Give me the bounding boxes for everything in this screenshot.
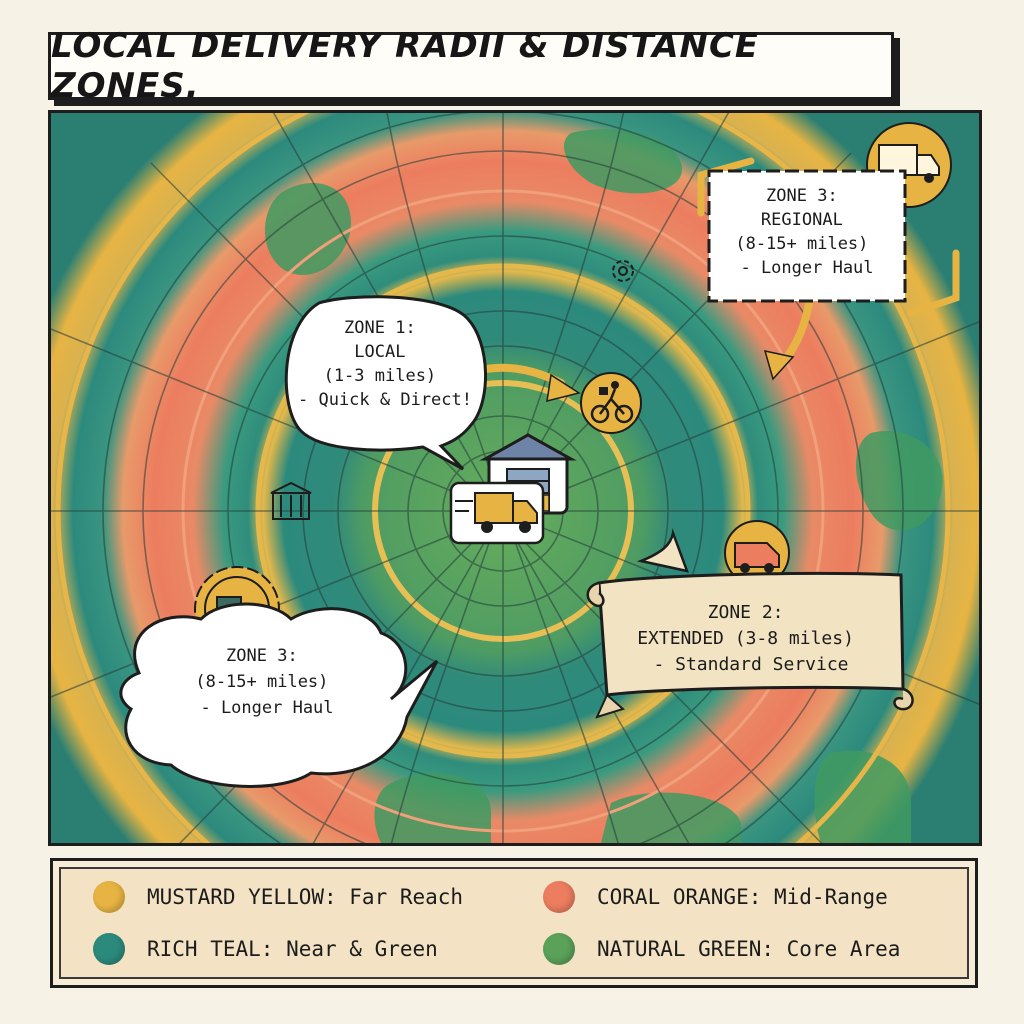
zone3-left-callout: ZONE 3: (8-15+ miles) - Longer Haul (119, 602, 439, 788)
svg-text:ZONE 2: EXTENDED (3-8: ZONE 2: EXTENDED (3-8 miles) - Standard … (637, 602, 865, 675)
zone3r-line-2: REGIONAL (761, 210, 843, 230)
van-icon (724, 520, 790, 586)
legend-item-green: NATURAL GREEN: Core Area (543, 929, 900, 969)
legend-swatch-mustard (93, 881, 125, 913)
zone1-arrow-head (546, 373, 581, 403)
zone3l-line-3: - Longer Haul (200, 698, 333, 718)
zone1-line-4: - Quick & Direct! (298, 390, 472, 410)
legend-swatch-teal (93, 933, 125, 965)
zone1-callout: ZONE 1: LOCAL (1-3 miles) - Quick & Dire… (284, 295, 487, 471)
page-title: LOCAL DELIVERY RADII & DISTANCE ZONES. (51, 26, 760, 106)
legend-swatch-coral (543, 881, 575, 913)
parks (264, 129, 943, 843)
legend-label-green: NATURAL GREEN: Core Area (597, 937, 901, 961)
zone2-line-3: - Standard Service (653, 654, 848, 675)
legend-item-mustard: MUSTARD YELLOW: Far Reach (93, 877, 463, 917)
small-gear-icon (612, 260, 634, 282)
zone3-arrow-head (763, 350, 795, 381)
zone3-regional-callout: ZONE 3: REGIONAL (8-15+ miles) - Longer … (707, 169, 907, 303)
delivery-zone-map: ZONE 1: LOCAL (1-3 miles) - Quick & Dire… (48, 110, 982, 846)
zone2-scroll-callout: ZONE 2: EXTENDED (3-8 miles) - Standard … (586, 528, 914, 719)
legend-label-coral: CORAL ORANGE: Mid-Range (597, 885, 888, 909)
svg-text:ZONE 3: (8-15+ miles): ZONE 3: (8-15+ miles) - Longer Haul (195, 646, 338, 718)
legend-label-mustard: MUSTARD YELLOW: Far Reach (147, 885, 464, 909)
zone3l-line-1: ZONE 3: (226, 646, 298, 666)
civic-building-icon (270, 481, 312, 520)
zone2-line-1: ZONE 2: (708, 602, 784, 623)
zone3r-line-4: - Longer Haul (740, 258, 873, 278)
title-banner: LOCAL DELIVERY RADII & DISTANCE ZONES. (48, 26, 894, 106)
zone3r-line-1: ZONE 3: (766, 186, 838, 206)
legend-item-coral: CORAL ORANGE: Mid-Range (543, 877, 888, 917)
color-legend: MUSTARD YELLOW: Far Reach CORAL ORANGE: … (50, 858, 978, 988)
legend-item-teal: RICH TEAL: Near & Green (93, 929, 438, 969)
zone3r-line-3: (8-15+ miles) (735, 234, 868, 254)
zone2-line-2: EXTENDED (3-8 miles) (637, 628, 854, 649)
legend-label-teal: RICH TEAL: Near & Green (147, 937, 438, 961)
svg-text:ZONE 1: LOCAL: ZONE 1: LOCAL (1-3 miles) - Quick & Dire… (298, 318, 472, 410)
zone1-line-1: ZONE 1: (344, 318, 416, 338)
zone3l-line-2: (8-15+ miles) (195, 672, 328, 692)
delivery-truck-icon (449, 481, 545, 545)
bracket-decor (697, 157, 960, 317)
legend-swatch-green (543, 933, 575, 965)
zone1-line-2: LOCAL (354, 342, 405, 362)
svg-text:ZONE 3: REGIONAL: ZONE 3: REGIONAL (8-15+ miles) - Longer … (735, 186, 878, 278)
zone1-line-3: (1-3 miles) (324, 366, 437, 386)
bicycle-courier-icon (580, 372, 642, 434)
